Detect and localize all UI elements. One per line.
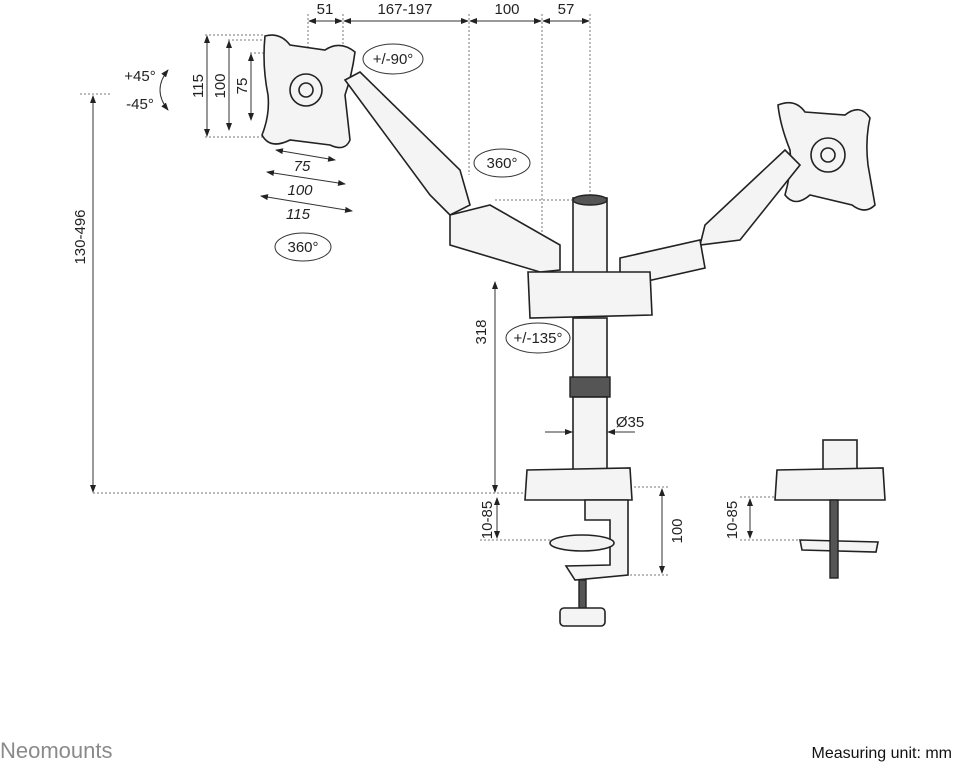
vesa-vertical-100: 100 xyxy=(212,73,229,98)
base-rotation-ellipse xyxy=(505,322,571,354)
dim-top-167-197: 167-197 xyxy=(377,1,432,18)
pole-height-label: 318 xyxy=(473,319,490,344)
grommet-thickness-label: 10-85 xyxy=(724,501,741,539)
tilt-rotation-label: +/-90° xyxy=(373,51,414,68)
tilt-down-label: -45° xyxy=(126,96,154,113)
dim-top-51: 51 xyxy=(317,1,334,18)
dimension-arrows xyxy=(90,18,753,574)
measuring-unit: Measuring unit: mm xyxy=(811,745,953,762)
vesa-horizontal-115: 115 xyxy=(286,206,311,223)
grommet-base xyxy=(774,439,886,579)
tilt-rotation-ellipse xyxy=(362,43,424,75)
pole-diameter-label: Ø35 xyxy=(616,414,644,431)
brand-logo: Neomounts xyxy=(0,738,113,763)
dim-top-100: 100 xyxy=(494,1,519,18)
arm-rotation-ellipse xyxy=(473,148,531,178)
vesa-horizontal-100: 100 xyxy=(287,182,313,199)
base-rotation-label: +/-135° xyxy=(514,330,563,347)
clamp-thickness-label: 10-85 xyxy=(479,501,496,539)
tilt-up-label: +45° xyxy=(124,68,155,85)
pole-assembly xyxy=(524,194,653,627)
arm-rotation-label: 360° xyxy=(486,155,517,172)
left-vesa-plate xyxy=(261,34,356,149)
plate-rotation-ellipse xyxy=(274,232,332,262)
right-arm xyxy=(619,148,802,286)
left-arm xyxy=(343,71,561,273)
dim-top-57: 57 xyxy=(558,1,575,18)
guide-lines xyxy=(80,14,800,576)
vesa-horizontal-75: 75 xyxy=(294,158,311,175)
height-range-label: 130-496 xyxy=(72,209,89,264)
plate-rotation-label: 360° xyxy=(287,239,318,256)
vesa-vertical-115: 115 xyxy=(190,74,207,98)
clamp-height-label: 100 xyxy=(669,518,686,543)
vesa-vertical-75: 75 xyxy=(234,78,251,95)
right-vesa-plate xyxy=(777,101,876,211)
